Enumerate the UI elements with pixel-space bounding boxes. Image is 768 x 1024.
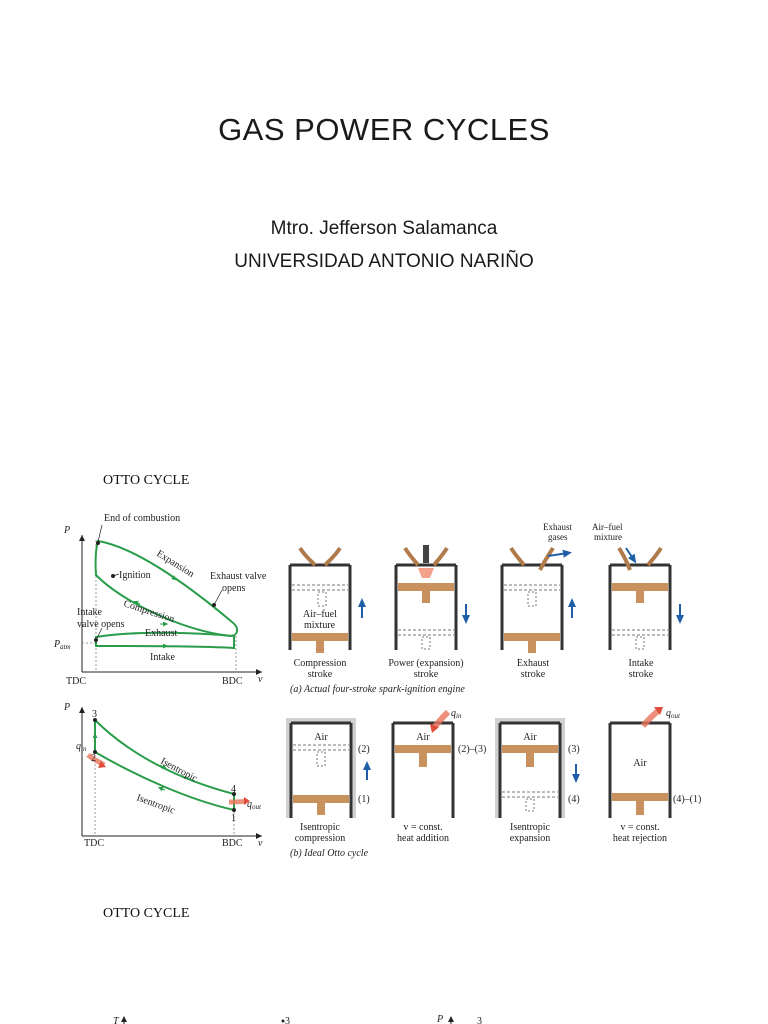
state-2-a: (2) bbox=[358, 744, 370, 755]
ideal-cylinder-heat-rejection: Air qout (4)–(1) bbox=[608, 707, 701, 818]
page-title: GAS POWER CYCLES bbox=[218, 112, 550, 147]
pv-ideal-point-4: 4 bbox=[231, 784, 236, 795]
process-3-line1: Isentropic bbox=[510, 822, 551, 833]
label-isentropic-top: Isentropic bbox=[159, 756, 200, 785]
pv-actual-p-axis: P bbox=[63, 525, 70, 536]
stroke-3-line1: Exhaust bbox=[517, 658, 549, 669]
pv-ideal-point-1: 1 bbox=[231, 813, 236, 824]
pv-ideal-qout: qout bbox=[247, 799, 262, 811]
label-exhaust-valve-opens-1: Exhaust valve bbox=[210, 571, 267, 582]
label-airfuel-top-1: Air–fuel bbox=[592, 522, 623, 532]
ideal-cylinder-heat-addition: Air qin (2)–(3) bbox=[391, 708, 486, 818]
stroke-2-line2: stroke bbox=[414, 669, 439, 680]
label-expansion: Expansion bbox=[154, 548, 196, 580]
engine-ideal-row: Air (2) (1) Air qin (2)–(3) A bbox=[286, 707, 701, 859]
caption-ideal: (b) Ideal Otto cycle bbox=[290, 848, 369, 859]
pv-actual-patm: Patm bbox=[53, 639, 71, 651]
state-4-1: (4)–(1) bbox=[673, 794, 701, 805]
pv-ideal-diagram: P v TDC BDC 3 2 4 1 qin qout Isentropic … bbox=[63, 702, 263, 849]
stroke-3-line2: stroke bbox=[521, 669, 546, 680]
label-isentropic-bottom: Isentropic bbox=[135, 792, 177, 816]
pv-ideal-p-axis: P bbox=[63, 702, 70, 713]
cylinder-exhaust: Exhaust gases bbox=[500, 522, 576, 653]
process-1-line2: compression bbox=[295, 833, 346, 844]
section-heading-2: OTTO CYCLE bbox=[103, 906, 190, 921]
label-exhaust-gases-2: gases bbox=[548, 532, 568, 542]
cylinder-compression: Air–fuel mixture bbox=[288, 546, 366, 653]
process-3-line2: expansion bbox=[510, 833, 551, 844]
state-2-3: (2)–(3) bbox=[458, 744, 486, 755]
pv-actual-diagram: P v TDC BDC Patm End of combustion Ignit… bbox=[53, 513, 267, 687]
pv-actual-v-axis: v bbox=[258, 674, 263, 685]
cyl1-mixture-1: Air–fuel bbox=[303, 609, 337, 620]
label-ignition: Ignition bbox=[119, 570, 151, 581]
state-1-a: (1) bbox=[358, 794, 370, 805]
label-compression: Compression bbox=[122, 598, 176, 625]
ideal-cyl3-air: Air bbox=[523, 732, 537, 743]
label-exhaust-valve-opens-2: opens bbox=[222, 583, 245, 594]
ideal-cyl4-air: Air bbox=[633, 758, 647, 769]
state-4: (4) bbox=[568, 794, 580, 805]
process-2-line2: heat addition bbox=[397, 833, 449, 844]
ideal-cylinder-compression: Air (2) (1) bbox=[286, 718, 371, 818]
ideal-qout: qout bbox=[666, 708, 681, 720]
label-intake: Intake bbox=[150, 652, 176, 663]
pv-ideal-tdc: TDC bbox=[84, 838, 104, 849]
label-airfuel-top-2: mixture bbox=[594, 532, 622, 542]
stroke-1-line2: stroke bbox=[308, 669, 333, 680]
bottom-partial-diagrams: T 3 P 3 bbox=[113, 1014, 482, 1024]
ideal-cyl2-air: Air bbox=[416, 732, 430, 743]
stroke-4-line2: stroke bbox=[629, 669, 654, 680]
state-3: (3) bbox=[568, 744, 580, 755]
label-exhaust: Exhaust bbox=[145, 628, 177, 639]
cylinder-intake: Air–fuel mixture bbox=[592, 522, 684, 650]
process-4-line2: heat rejection bbox=[613, 833, 667, 844]
label-end-of-combustion: End of combustion bbox=[104, 513, 180, 524]
process-4-line1: v = const. bbox=[620, 822, 659, 833]
pv-actual-bdc: BDC bbox=[222, 676, 243, 687]
cyl1-mixture-2: mixture bbox=[304, 620, 336, 631]
cylinder-power bbox=[394, 545, 470, 650]
label-exhaust-gases-1: Exhaust bbox=[543, 522, 572, 532]
university-name: UNIVERSIDAD ANTONIO NARIÑO bbox=[234, 251, 534, 272]
pv-ideal-point-2: 2 bbox=[91, 753, 96, 764]
label-intake-valve-2: valve opens bbox=[77, 619, 125, 630]
pv-ideal-bdc: BDC bbox=[222, 838, 243, 849]
ideal-qin: qin bbox=[451, 708, 462, 720]
ideal-cylinder-expansion: Air (3) (4) bbox=[495, 718, 580, 818]
pv-ideal-point-3: 3 bbox=[92, 709, 97, 720]
author-name: Mtro. Jefferson Salamanca bbox=[270, 218, 498, 239]
section-heading-1: OTTO CYCLE bbox=[103, 473, 190, 488]
pv-bottom-point-3: 3 bbox=[477, 1016, 482, 1024]
pv-actual-tdc: TDC bbox=[66, 676, 86, 687]
caption-actual: (a) Actual four-stroke spark-ignition en… bbox=[290, 684, 465, 695]
stroke-2-line1: Power (expansion) bbox=[388, 658, 463, 669]
ts-axis-label: T bbox=[113, 1016, 120, 1024]
label-intake-valve-1: Intake bbox=[77, 607, 103, 618]
process-1-line1: Isentropic bbox=[300, 822, 341, 833]
ideal-cyl1-air: Air bbox=[314, 732, 328, 743]
process-2-line1: v = const. bbox=[403, 822, 442, 833]
ts-point-3: 3 bbox=[285, 1016, 290, 1024]
engine-actual-row: Air–fuel mixture bbox=[288, 522, 684, 695]
pv-bottom-axis-label: P bbox=[436, 1014, 443, 1024]
pv-ideal-v-axis: v bbox=[258, 838, 263, 849]
stroke-1-line1: Compression bbox=[294, 658, 347, 669]
pv-ideal-qin: qin bbox=[76, 741, 87, 753]
stroke-4-line1: Intake bbox=[629, 658, 655, 669]
